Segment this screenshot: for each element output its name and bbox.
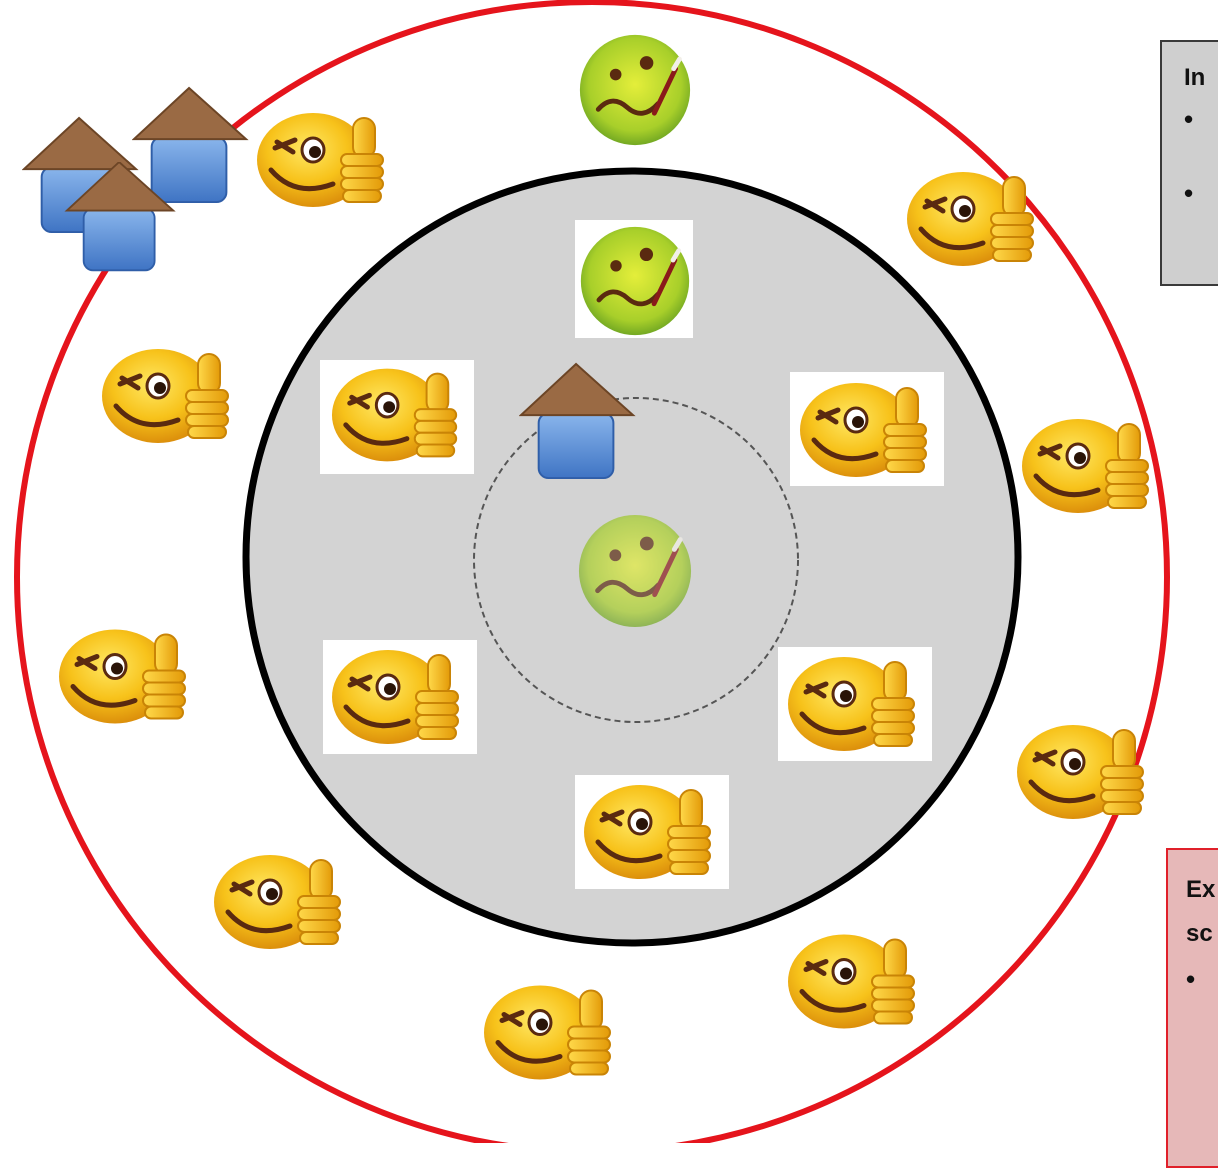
winking-thumbs-up-smiley-icon: [788, 935, 914, 1029]
network-diagram: [0, 0, 1218, 1143]
info-panel-title: In: [1184, 56, 1218, 100]
winking-thumbs-up-smiley-icon: [332, 369, 456, 462]
winking-thumbs-up-smiley-icon: [800, 383, 926, 477]
house-icon: [134, 88, 246, 202]
example-bullet: •: [1186, 966, 1218, 992]
winking-thumbs-up-smiley-icon: [214, 855, 340, 949]
info-bullet: •: [1184, 180, 1218, 206]
winking-thumbs-up-smiley-icon: [102, 349, 228, 443]
winking-thumbs-up-smiley-icon: [257, 113, 383, 207]
example-panel: Ex sc •: [1166, 848, 1218, 1168]
info-bullet: •: [1184, 106, 1218, 132]
winking-thumbs-up-smiley-icon: [788, 657, 914, 751]
winking-thumbs-up-smiley-icon: [332, 650, 458, 744]
winking-thumbs-up-smiley-icon: [484, 986, 610, 1080]
winking-thumbs-up-smiley-icon: [907, 172, 1033, 266]
sick-smiley-icon: [579, 515, 691, 627]
winking-thumbs-up-smiley-icon: [1022, 419, 1148, 513]
info-panel: In • •: [1160, 40, 1218, 286]
example-panel-title-line2: sc: [1186, 912, 1218, 956]
winking-thumbs-up-smiley-icon: [1017, 725, 1143, 819]
sick-smiley-icon: [580, 35, 690, 145]
example-panel-title-line1: Ex: [1186, 868, 1218, 912]
winking-thumbs-up-smiley-icon: [59, 630, 185, 724]
winking-thumbs-up-smiley-icon: [584, 785, 710, 879]
sick-smiley-icon: [581, 227, 689, 335]
